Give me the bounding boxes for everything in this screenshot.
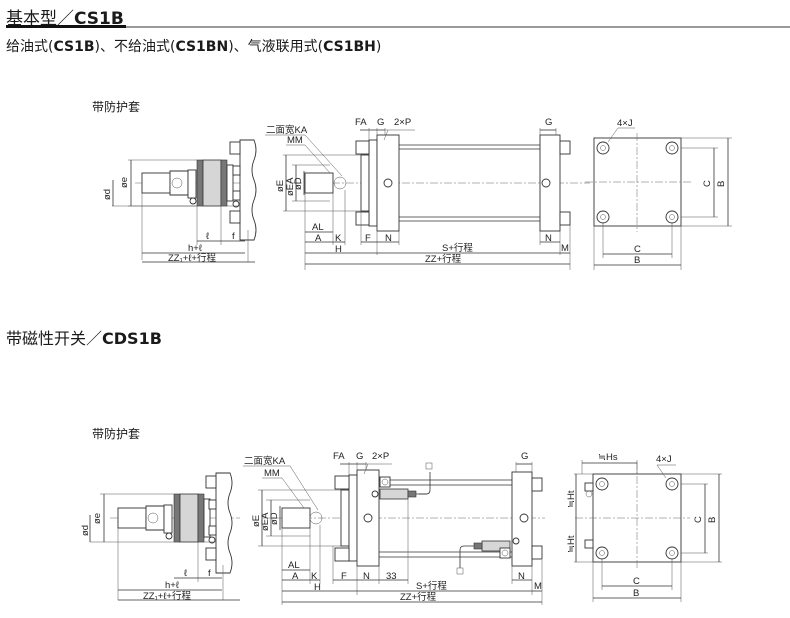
dim-j: 4×J	[617, 118, 633, 129]
dim-al: AL	[312, 222, 324, 233]
dim-g: G	[377, 117, 384, 128]
dim-phi-e-2: øe	[92, 513, 103, 524]
variant-text: 不给油式(	[113, 39, 176, 55]
dim-b: B	[634, 255, 640, 266]
variant-text: )、	[228, 39, 248, 55]
variant-model: CS1BN	[175, 39, 229, 55]
rod-end-view	[265, 128, 590, 270]
dim-phi-d-2: ød	[80, 525, 91, 536]
dim-p: 2×P	[394, 117, 411, 128]
dim-phi-D: øD	[293, 177, 304, 190]
dim-phi-E: øE	[275, 180, 286, 192]
bellows-side-view	[112, 139, 257, 263]
bellows-side-view-2	[89, 472, 240, 601]
dim-phi-EA: øEA	[285, 177, 296, 196]
dim-l: ℓ	[206, 231, 210, 242]
section2-title: 带磁性开关／CDS1B	[6, 325, 162, 349]
section2-title-model: CDS1B	[102, 329, 162, 348]
variant-text: )、	[94, 39, 114, 55]
dim-zz: ZZ+行程	[425, 253, 462, 265]
dim-b-2: B	[633, 588, 639, 599]
dim-s: S+行程	[442, 242, 473, 254]
dim-F-2: F	[341, 571, 347, 582]
dim-k: K	[335, 233, 342, 244]
dim-ht-upper: ≒Ht	[566, 490, 577, 508]
dim-phi-D-2: øD	[269, 512, 280, 525]
variant-text: 给油式(	[6, 39, 54, 55]
end-view-2	[574, 460, 722, 602]
variant-model: CS1B	[53, 39, 95, 55]
dim-g-rear: G	[545, 117, 552, 128]
dim-a: A	[315, 233, 322, 244]
dim-m: M	[561, 243, 569, 254]
end-view	[585, 127, 732, 270]
dim-c-vert-2: C	[693, 516, 704, 523]
title-model: CS1B	[74, 9, 124, 29]
dim-mm: MM	[287, 135, 303, 146]
dim-ht-lower: ≒Ht	[566, 535, 577, 553]
dim-fa: FA	[355, 117, 367, 128]
dim-b-vert-2: B	[707, 517, 718, 523]
dim-h-2: H	[314, 582, 321, 593]
dim-zz-2: ZZ+行程	[400, 591, 437, 603]
section2-caption: 带防护套	[92, 427, 141, 441]
dim-s-2: S+行程	[416, 580, 447, 592]
dim-h-l-2: h+ℓ	[165, 580, 180, 591]
dim-c-vert: C	[702, 180, 713, 187]
dim-hs: ≒Hs	[598, 452, 618, 463]
dim-n: N	[385, 233, 392, 244]
dim-n-2: N	[363, 571, 370, 582]
dim-l-2: ℓ	[184, 568, 188, 579]
dim-phi-EA-2: øEA	[260, 512, 271, 531]
dim-p-2: 2×P	[372, 451, 389, 462]
dim-h: H	[335, 244, 342, 255]
dim-c-2: C	[633, 576, 640, 587]
dim-f: f	[232, 231, 235, 242]
page-title: 基本型／CS1B	[6, 4, 124, 29]
variant-subtitle: 给油式(CS1B)、不给油式(CS1BN)、气液联用式(CS1BH)	[6, 36, 381, 56]
dim-a-2: A	[292, 571, 299, 582]
title-underline-dark	[6, 25, 126, 28]
dim-n-rear: N	[545, 233, 552, 244]
dim-b-vert: B	[716, 181, 727, 187]
dim-n-rear-2: N	[518, 571, 525, 582]
dim-m-2: M	[534, 581, 542, 592]
variant-text: 气液联用式(	[247, 39, 324, 55]
dim-fa-2: FA	[333, 451, 345, 462]
dim-g-2: G	[356, 451, 363, 462]
section1-caption: 带防护套	[92, 100, 141, 114]
title-underline-gray	[126, 26, 790, 28]
dim-phi-E-2: øE	[251, 515, 262, 527]
dim-mm-2: MM	[264, 468, 280, 479]
dim-k-2: K	[311, 571, 318, 582]
dim-h-l: h+ℓ	[188, 243, 203, 254]
rod-end-view-2	[243, 462, 545, 605]
dim-j-2: 4×J	[656, 454, 672, 465]
dim-ka: 二面宽KA	[266, 124, 308, 136]
dim-c: C	[634, 244, 641, 255]
dim-phi-e: øe	[119, 177, 130, 188]
dim-ka-2: 二面宽KA	[244, 455, 286, 467]
variant-model: CS1BH	[323, 39, 376, 55]
dim-33: 33	[386, 571, 397, 582]
section2-title-cn: 带磁性开关／	[6, 329, 103, 348]
dim-F: F	[365, 233, 371, 244]
title-cn: 基本型／	[6, 9, 74, 29]
dim-al-2: AL	[288, 560, 300, 571]
dim-phi-d: ød	[102, 189, 113, 200]
dim-g-rear-2: G	[521, 451, 528, 462]
dim-f-2: f	[208, 568, 211, 579]
dim-zz1-2: ZZ₁+ℓ+行程	[143, 590, 191, 602]
variant-text: )	[375, 39, 382, 55]
dim-zz1: ZZ₁+ℓ+行程	[168, 252, 216, 264]
